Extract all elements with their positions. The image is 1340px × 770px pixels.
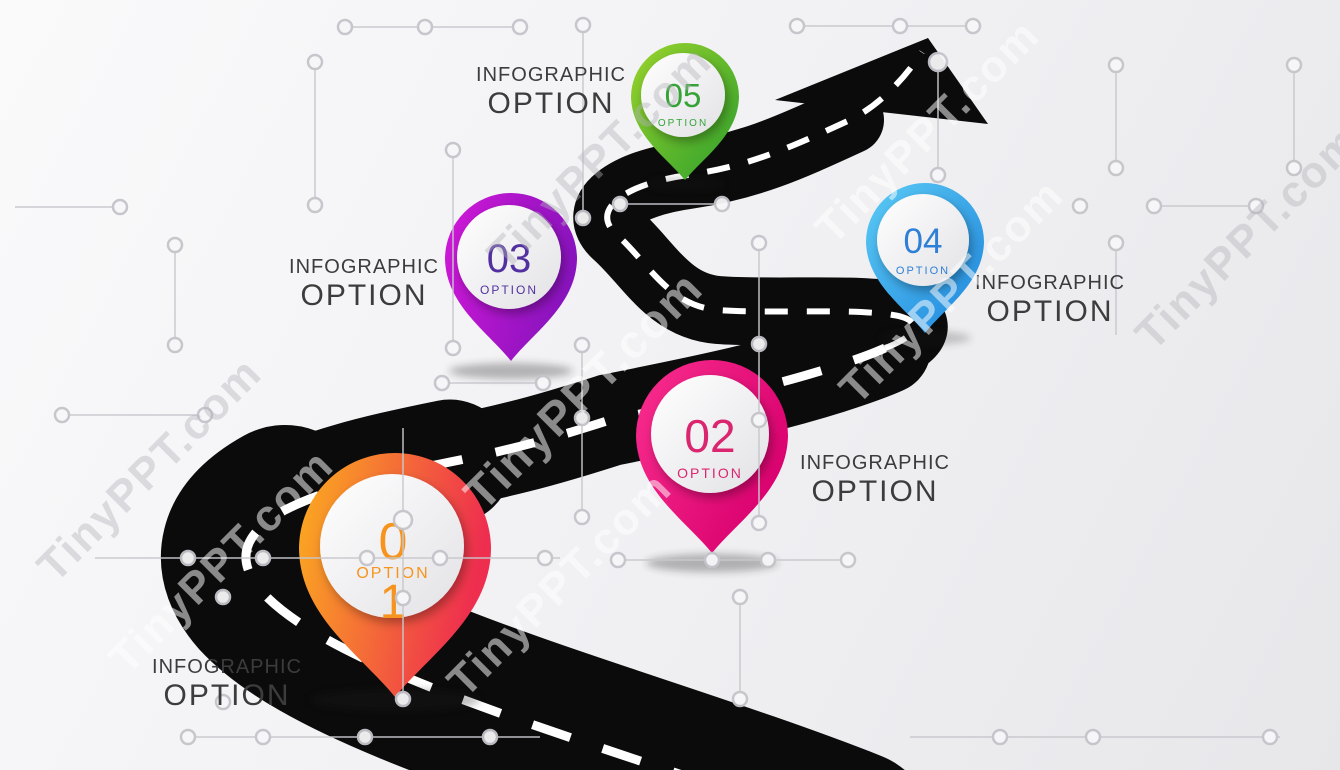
pin-4-disc <box>877 194 969 286</box>
pin-3-number: 03 <box>487 237 532 281</box>
pin-1-option-label: OPTION <box>356 565 429 582</box>
label-option-4: INFOGRAPHIC OPTION <box>975 272 1125 328</box>
label-option-2-line1: INFOGRAPHIC <box>800 452 950 474</box>
label-option-4-line1: INFOGRAPHIC <box>975 272 1125 294</box>
label-option-3: INFOGRAPHIC OPTION <box>289 256 439 312</box>
label-option-3-line1: INFOGRAPHIC <box>289 256 439 278</box>
winding-road <box>161 38 988 770</box>
label-option-1-line1: INFOGRAPHIC <box>152 656 302 678</box>
label-option-2: INFOGRAPHIC OPTION <box>800 452 950 508</box>
pin-3-option-label: OPTION <box>480 283 538 297</box>
label-option-5-line2: OPTION <box>487 87 615 120</box>
label-option-5-line1: INFOGRAPHIC <box>476 64 626 86</box>
label-option-5: INFOGRAPHIC OPTION <box>476 64 626 120</box>
pin-option-5: 05 OPTION <box>631 43 739 180</box>
pin-option-4: 04 OPTION <box>866 183 984 333</box>
pin-option-3: 03 OPTION <box>445 193 577 361</box>
label-option-1-line2: OPTION <box>163 679 291 712</box>
pin-option-2: 02 OPTION <box>636 360 788 553</box>
pin-4-number: 04 <box>904 222 943 261</box>
pin-5-option-label: OPTION <box>658 118 708 129</box>
label-option-3-line2: OPTION <box>300 279 428 312</box>
pin-option-1: 0 OPTION 1 <box>299 453 491 697</box>
pin-2-number: 02 <box>684 410 735 462</box>
pin-5-number: 05 <box>665 77 702 114</box>
label-option-4-line2: OPTION <box>986 295 1114 328</box>
circuit-pattern <box>15 16 1303 746</box>
label-option-2-line2: OPTION <box>811 475 939 508</box>
pin-3-disc <box>457 205 561 309</box>
pin-4-option-label: OPTION <box>896 265 950 277</box>
label-option-1: INFOGRAPHIC OPTION <box>152 656 302 712</box>
pin-5-disc <box>641 53 725 137</box>
pin-2-disc <box>651 375 769 493</box>
pin-1-disc <box>320 474 464 618</box>
pin-2-option-label: OPTION <box>677 465 743 481</box>
